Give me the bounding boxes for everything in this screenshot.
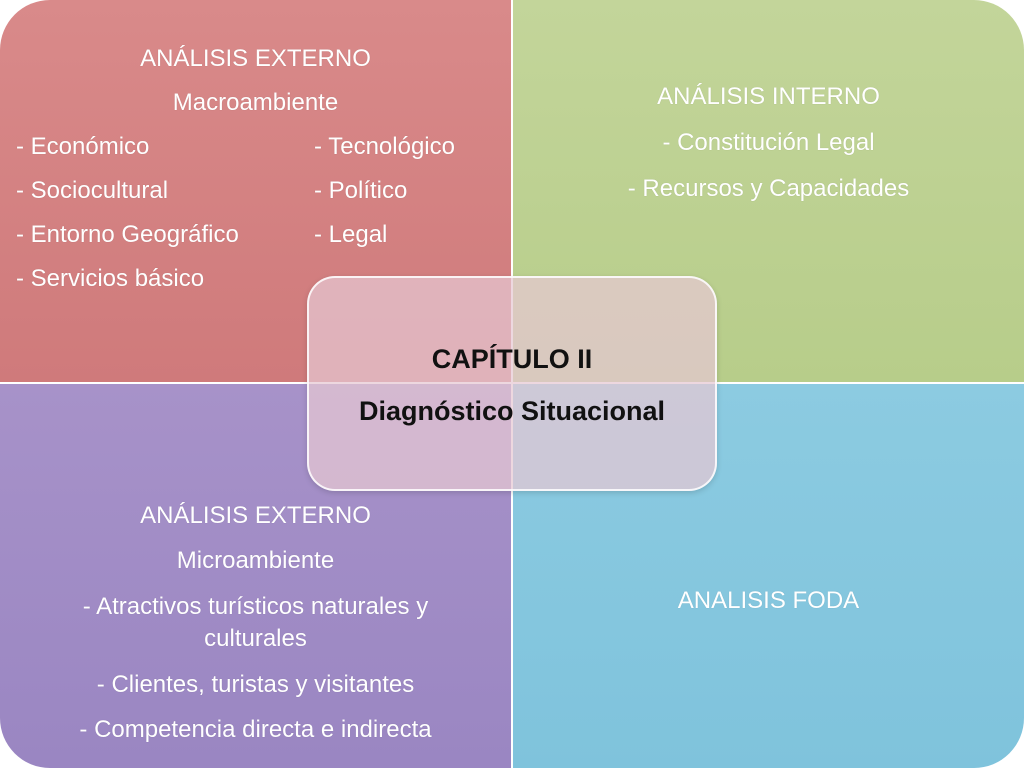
list-item: - Entorno Geográfico <box>16 221 239 248</box>
list-item: - Tecnológico <box>314 133 455 160</box>
chapter-title: CAPÍTULO II <box>431 344 593 374</box>
list-item: - Económico <box>16 133 150 160</box>
list-item: - Clientes, turistas y visitantes <box>96 671 415 698</box>
list-item: - Constitución Legal <box>662 129 875 156</box>
quadrant-title: ANÁLISIS EXTERNO <box>140 502 371 529</box>
list-item: - Competencia directa e indirecta <box>79 716 432 743</box>
quadrant-title: ANÁLISIS INTERNO <box>657 83 880 110</box>
chapter-subtitle: Diagnóstico Situacional <box>358 396 666 426</box>
list-item: - Atractivos turísticos naturales y cult… <box>82 593 429 652</box>
quadrant-external-macro: ANÁLISIS EXTERNO Macroambiente - Económi… <box>0 0 511 382</box>
list-item: - Político <box>314 177 408 204</box>
list-item: - Servicios básico <box>16 265 205 292</box>
quadrant-title: ANÁLISIS EXTERNO <box>140 45 371 72</box>
quadrant-subtitle: Macroambiente <box>172 89 339 116</box>
list-item: - Recursos y Capacidades <box>627 175 910 202</box>
list-item: - Sociocultural <box>16 177 169 204</box>
center-title-box: CAPÍTULO II Diagnóstico Situacional <box>307 276 717 491</box>
quadrant-external-micro: ANÁLISIS EXTERNO Microambiente - Atracti… <box>0 384 511 768</box>
quadrant-title: ANALISIS FODA <box>677 587 860 614</box>
quadrant-subtitle: Microambiente <box>176 547 335 574</box>
list-item: - Legal <box>314 221 388 248</box>
